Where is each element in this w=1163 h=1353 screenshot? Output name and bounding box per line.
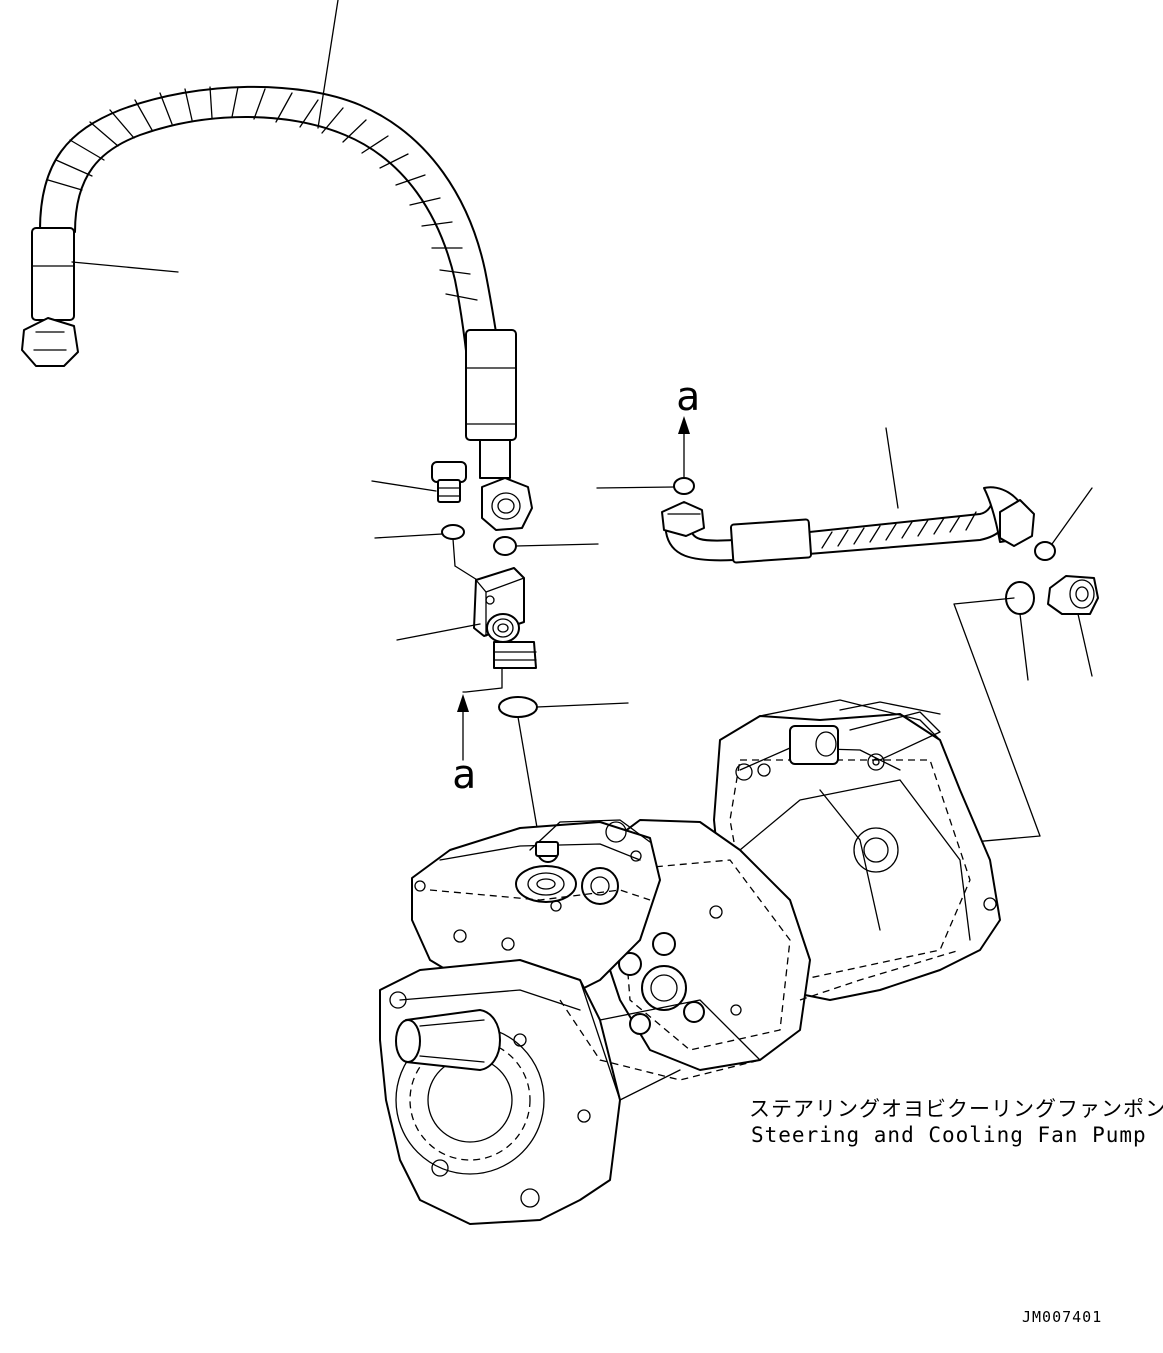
long-hose [21, 85, 533, 531]
leader-o-ring-top-right [596, 486, 675, 489]
leader-o-ring-large [536, 702, 629, 708]
leader-elbow [396, 623, 481, 641]
pump-assembly [379, 699, 1001, 1225]
o-ring-small-1 [441, 524, 465, 540]
leader-plug [371, 480, 437, 492]
o-ring-top-right [673, 477, 695, 495]
arrow-label-top: a [676, 374, 700, 420]
caption-english: Steering and Cooling Fan Pump [751, 1123, 1147, 1147]
leader-lines-hose [71, 0, 339, 273]
leader-o-ring-1 [374, 533, 443, 539]
elbow-adapter [473, 567, 537, 669]
leader-o-ring-2 [515, 543, 599, 547]
arrow-label-bottom: a [452, 752, 476, 798]
leader-o-ring-right [1051, 487, 1093, 545]
pump-pipe-line [839, 701, 941, 715]
leader-short-hose [885, 427, 899, 509]
leader-fitting [1077, 613, 1093, 677]
drawing-code: JM007401 [1022, 1308, 1102, 1326]
caption-japanese: ステアリングオヨビクーリングファンポンプ [749, 1097, 1163, 1121]
plug [431, 461, 467, 503]
arrow-a-bottom [457, 667, 503, 761]
straight-fitting [1047, 575, 1099, 615]
center-line-pump-port [517, 716, 541, 846]
arrow-a-top [678, 416, 690, 479]
o-ring-small-2 [493, 536, 517, 556]
short-hose [661, 486, 1035, 564]
center-line-plug [452, 538, 456, 567]
o-ring-right-small [1034, 541, 1056, 561]
o-ring-large [498, 696, 538, 718]
spiral-guard [47, 86, 478, 301]
leader-o-ring-right-large [1019, 613, 1029, 681]
